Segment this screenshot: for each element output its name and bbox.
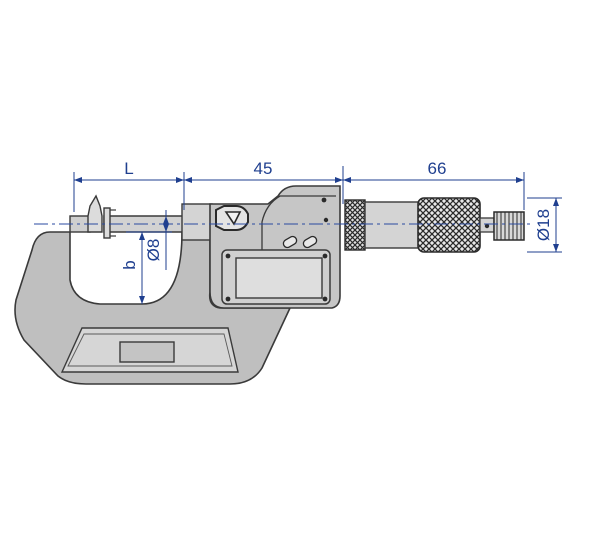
frame-recess-inner [67, 333, 233, 367]
lock-lever-hole [224, 211, 242, 226]
screw-tl [225, 253, 231, 259]
ratchet-pin [484, 223, 490, 229]
thimble [364, 201, 420, 249]
dim-label-b: b [120, 260, 139, 269]
dimension-lines [73, 166, 562, 304]
dimension-arrows [74, 177, 559, 304]
button-right [302, 235, 318, 249]
screw-bl [225, 296, 231, 302]
dim-label-66: 66 [428, 159, 447, 178]
dim-label-o18: Ø18 [534, 209, 553, 241]
screw-top [321, 197, 327, 203]
spindle-blade-tip [103, 207, 111, 239]
frame-label-plate [119, 341, 175, 363]
body-top-step [261, 195, 336, 250]
screw-br [322, 296, 328, 302]
display-screen [235, 257, 323, 299]
screw-mid [323, 217, 329, 223]
thimble-knurl [417, 197, 481, 253]
ratchet-knob [493, 211, 525, 241]
spindle-sleeve [181, 203, 213, 241]
sleeve-knurl-ring [344, 199, 366, 251]
screw-tr [322, 253, 328, 259]
dim-label-l: L [124, 159, 133, 178]
dim-label-o8: Ø8 [144, 239, 163, 262]
button-left [282, 235, 298, 249]
blade-anvil [87, 194, 103, 233]
dim-label-45: 45 [254, 159, 273, 178]
